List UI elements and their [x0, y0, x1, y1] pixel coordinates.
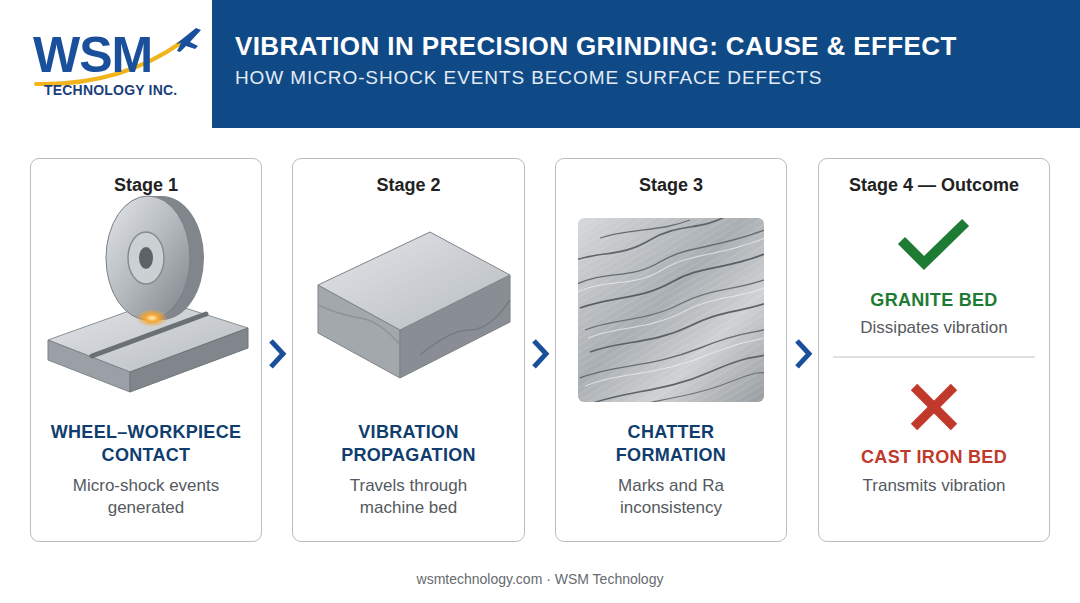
stage-number: Stage 4 — Outcome: [824, 174, 1044, 196]
vibration-ring: [385, 266, 443, 296]
contact-spark: [136, 309, 168, 327]
stage-number: Stage 2: [304, 174, 514, 196]
outcome-heading: GRANITE BED: [824, 289, 1044, 311]
chatter-mark: [620, 372, 764, 402]
vibration-rings: [298, 221, 530, 342]
wheel-hub: [128, 232, 164, 284]
header-band: [212, 0, 1080, 128]
stage-box: Stage 2 VIBRATION PROPAGATION Travels thro…: [292, 158, 525, 542]
stage-description: Marks and Ra inconsistency: [586, 475, 756, 519]
stage-title: CHATTER FORMATION: [591, 421, 751, 467]
flow-chevron: [271, 341, 283, 367]
chatter-marks: [578, 218, 764, 402]
chatter-highlight: [578, 236, 764, 292]
outcome-heading: CAST IRON BED: [824, 446, 1044, 468]
bed-wave: [420, 300, 510, 355]
vibration-ring: [360, 253, 468, 309]
chevron-path: [271, 341, 283, 367]
vibration-ring: [373, 260, 455, 303]
logo-plane: [176, 28, 201, 52]
outcome-divider: [833, 356, 1035, 358]
outcome-description: Transmits vibration: [824, 475, 1044, 497]
title: VIBRATION IN PRECISION GRINDING: CAUSE &…: [235, 31, 957, 62]
chevron-path: [797, 341, 809, 367]
stage-description: Travels through machine bed: [324, 475, 494, 519]
stage-box: Stage 1 WHEEL–WORKPIECE CONTACT Micro-shoc…: [30, 158, 262, 542]
stage-description: Micro-shock events generated: [61, 475, 231, 519]
vibration-ring: [331, 238, 497, 324]
chatter-mark: [580, 326, 764, 378]
chatter-highlight: [585, 334, 764, 386]
chevron-path: [534, 341, 546, 367]
vibration-ring: [298, 221, 530, 342]
stage-title: WHEEL–WORKPIECE CONTACT: [35, 421, 257, 467]
chatter-mark: [585, 276, 764, 330]
logo-wordmark: WSM: [33, 27, 152, 83]
vibration-ring: [346, 246, 482, 317]
subtitle: HOW MICRO-SHOCK EVENTS BECOME SURFACE DE…: [235, 67, 822, 89]
footer-credit: wsmtechnology.com · WSM Technology: [0, 571, 1080, 587]
stage-number: Stage 1: [41, 174, 251, 196]
vibration-ring: [406, 277, 422, 285]
bed-wave: [318, 305, 400, 345]
stage-title: VIBRATION PROPAGATION: [329, 421, 489, 467]
wheel-bore: [139, 247, 153, 269]
outcome-box: Stage 4 — OutcomeGRANITE BED Dissipates v…: [818, 158, 1050, 542]
grinding-wheel: [106, 196, 190, 320]
outcome-description: Dissipates vibration: [824, 317, 1044, 339]
stage-number: Stage 3: [566, 174, 776, 196]
cross-mark: [914, 387, 954, 427]
cross-mark: [914, 387, 954, 427]
flow-chevron: [797, 341, 809, 367]
flow-chevron: [534, 341, 546, 367]
logo-tagline: TECHNOLOGY INC.: [44, 82, 177, 98]
stage-box: Stage 3 CHATTER FORMATION Marks and Ra inc…: [555, 158, 787, 542]
chatter-highlight: [588, 284, 764, 338]
vibration-ring: [315, 230, 513, 333]
vibration-ring: [396, 272, 432, 291]
chatter-mark: [580, 250, 764, 308]
chatter-mark: [600, 220, 690, 238]
chatter-mark: [578, 218, 730, 262]
check-mark: [905, 226, 962, 263]
